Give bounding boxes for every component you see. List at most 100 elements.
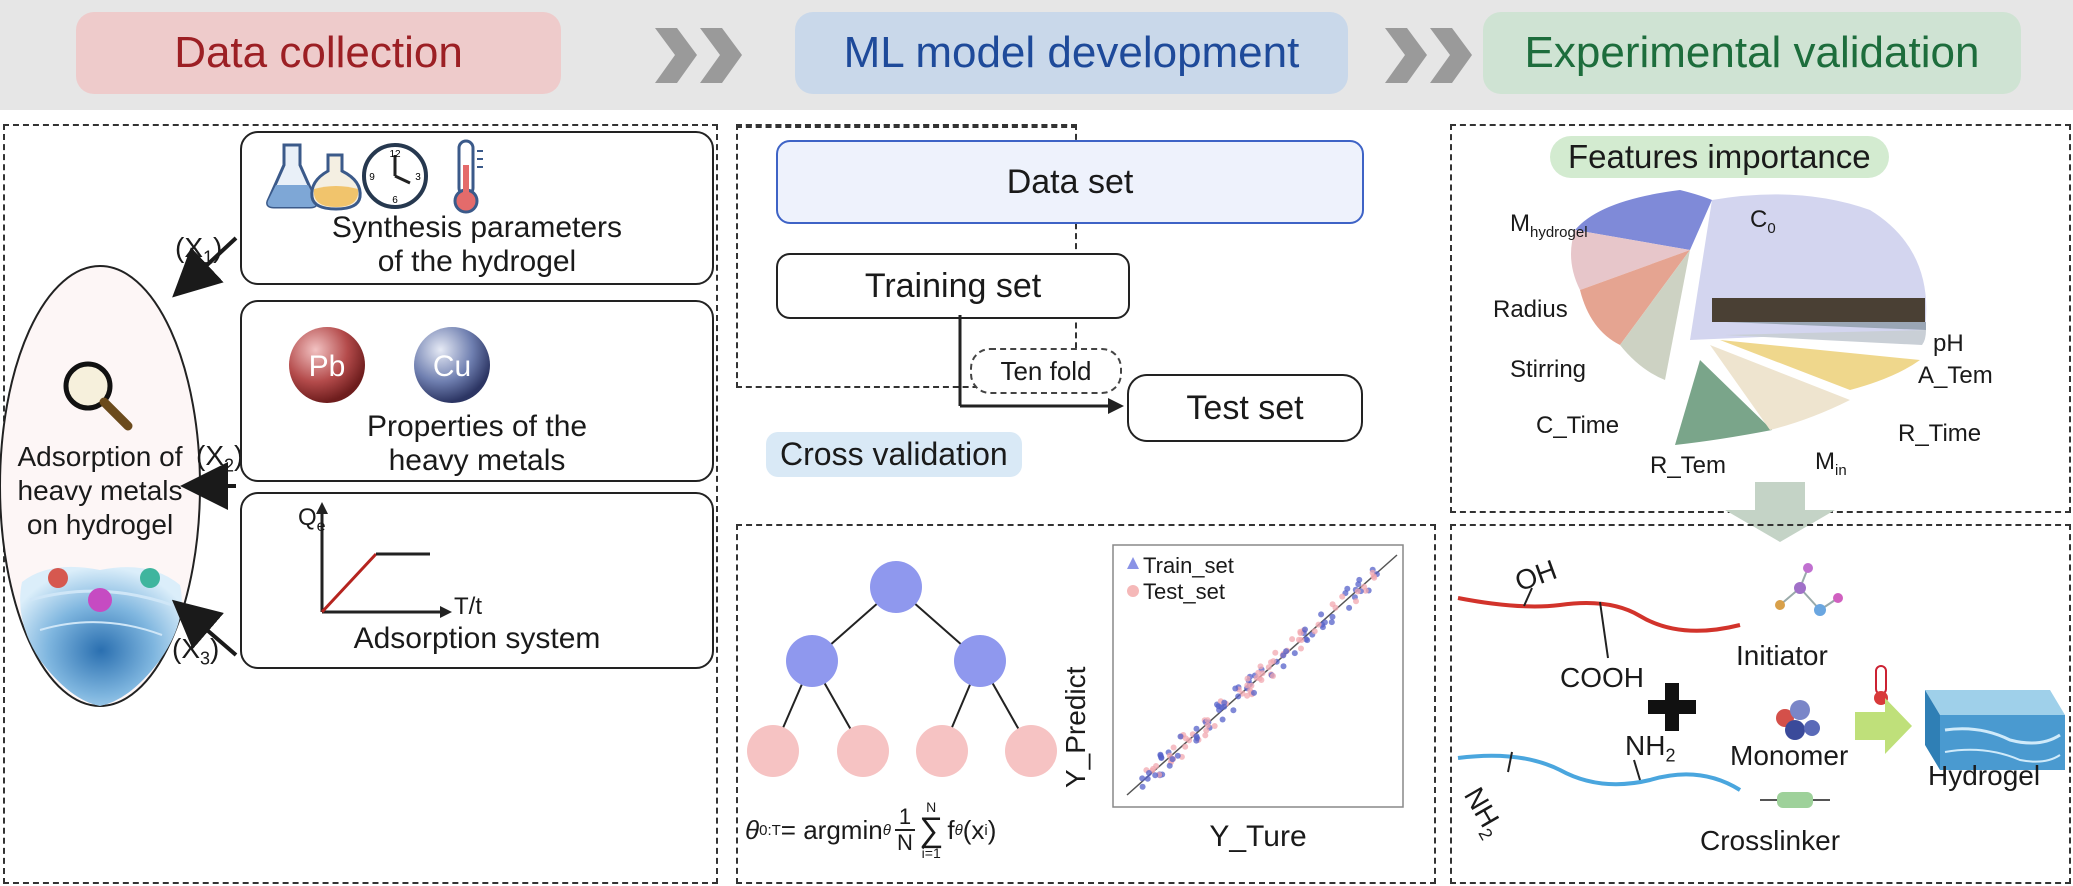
synthesis-line1: Synthesis parameters (331, 211, 623, 244)
legend-train-label: Train_set (1143, 553, 1234, 578)
step-data-collection-label: Data collection (174, 28, 463, 77)
scatter-point (1291, 650, 1298, 657)
scatter-point (1344, 585, 1351, 592)
scatter-point (1204, 722, 1211, 729)
pie-label-c0: C0 (1750, 206, 1776, 237)
scatter-point (1202, 732, 1209, 739)
scatter-point (1146, 770, 1152, 776)
scatter-point (1298, 645, 1304, 652)
synthesis-text: Synthesis parameters of the hydrogel (242, 211, 712, 279)
monomer-label: Monomer (1730, 740, 1849, 771)
heavy-metals-box: Pb Cu Properties of the heavy metals (240, 300, 714, 482)
scatter-point (1158, 755, 1165, 761)
scatter-point (1315, 621, 1322, 628)
copper-ball-icon: Cu (414, 327, 490, 403)
scatter-point (1203, 727, 1210, 734)
scatter-point (1253, 674, 1260, 681)
flask-icon (266, 143, 362, 211)
scatter-point (1268, 659, 1274, 666)
scatter-point (1244, 675, 1251, 682)
scatter-point (1329, 613, 1336, 620)
pie-label-r-tem: R_Tem (1650, 452, 1727, 479)
scatter-point (1211, 723, 1218, 729)
scatter-point (1221, 699, 1228, 706)
scatter-point (1244, 692, 1251, 699)
scatter-point (1219, 716, 1226, 723)
scatter-point (1304, 637, 1311, 644)
scatter-point (1193, 733, 1200, 740)
scatter-point (1258, 677, 1265, 683)
clock-icon: 12 3 6 9 (362, 143, 428, 209)
scatter-point (1354, 588, 1361, 595)
step-ml-model-development: ML model development (795, 12, 1348, 94)
scatter-point (1353, 598, 1359, 605)
features-importance-title: Features importance (1550, 136, 1889, 178)
scatter-point (1186, 737, 1193, 744)
scatter-point (1339, 593, 1346, 600)
scatter-point (1139, 775, 1146, 782)
scatter-point (1346, 604, 1353, 611)
initiator-label: Initiator (1736, 640, 1828, 671)
pie-label-radius: Radius (1493, 296, 1568, 323)
thermometer-icon (453, 139, 483, 214)
test-set-label: Test set (1186, 388, 1304, 427)
scatter-point (1218, 704, 1225, 711)
scatter-point (1328, 619, 1335, 626)
hydrogel-synthesis-panel (1450, 524, 2071, 884)
pie-label-min: Min (1815, 448, 1847, 479)
step-data-collection: Data collection (76, 12, 561, 94)
adsorption-label: Adsorption of heavy metals on hydrogel (0, 440, 200, 542)
scatter-point (1361, 583, 1368, 590)
scatter-point (1177, 733, 1184, 740)
legend-test-marker (1127, 585, 1139, 597)
scatter-point (1232, 685, 1239, 692)
ten-fold-label: Ten fold (970, 348, 1122, 394)
adsorption-line3: on hydrogel (26, 509, 174, 540)
adsorption-curve (316, 502, 452, 618)
down-arrow-icon (1725, 482, 1835, 542)
scatter-point (1144, 775, 1151, 782)
step-ml-model-label: ML model development (843, 28, 1300, 77)
adsorption-system-box: Qe T/t Adsorption system (240, 492, 714, 669)
scatter-point (1255, 669, 1262, 676)
time-axis-label: T/t (454, 593, 482, 620)
scatter-point (1251, 689, 1257, 696)
legend-test-label: Test_set (1143, 579, 1225, 604)
process-banner: Data collection ML model development Exp… (0, 0, 2073, 110)
scatter-point (1257, 663, 1264, 670)
synthesis-parameters-box: 12 3 6 9 Synthesis parameters of the hyd… (240, 131, 714, 285)
lead-ball-icon: Pb (289, 327, 365, 403)
adsorption-system-caption: Adsorption system (353, 622, 601, 655)
properties-text: Properties of the heavy metals (242, 410, 712, 478)
scatter-point (1356, 576, 1363, 583)
scatter-point (1182, 743, 1189, 750)
x3-label: (X3) (172, 633, 220, 669)
pie-label-c-time: C_Time (1536, 412, 1620, 439)
y-true-label: Y_Ture (1209, 820, 1307, 853)
scatter-point (1280, 663, 1287, 670)
scatter-point (1289, 636, 1296, 643)
scatter-point (1152, 772, 1159, 779)
scatter-point (1235, 693, 1242, 700)
adsorption-line2: heavy metals (17, 475, 183, 506)
scatter-point (1318, 611, 1325, 618)
svg-text:12: 12 (389, 149, 401, 160)
data-set-box: Data set (776, 140, 1364, 224)
pie-label-ph: pH (1933, 330, 1964, 357)
crosslinker-label: Crosslinker (1700, 825, 1841, 856)
step-experimental-validation: Experimental validation (1483, 12, 2021, 94)
scatter-point (1296, 636, 1302, 643)
synthesis-line2: of the hydrogel (377, 245, 577, 278)
test-set-box: Test set (1127, 374, 1363, 442)
model-eval-panel (736, 524, 1436, 884)
predict-vs-true-scatter (1112, 544, 1404, 808)
training-set-label: Training set (864, 266, 1042, 305)
y-predict-label: Y_Predict (1060, 666, 1091, 788)
scatter-point (1139, 783, 1146, 790)
scatter-point (1311, 628, 1318, 635)
svg-text:3: 3 (415, 172, 421, 183)
scatter-point (1174, 752, 1181, 759)
pie-label-stirring: Stirring (1510, 356, 1587, 383)
hydrogel-label: Hydrogel (1928, 760, 2041, 791)
